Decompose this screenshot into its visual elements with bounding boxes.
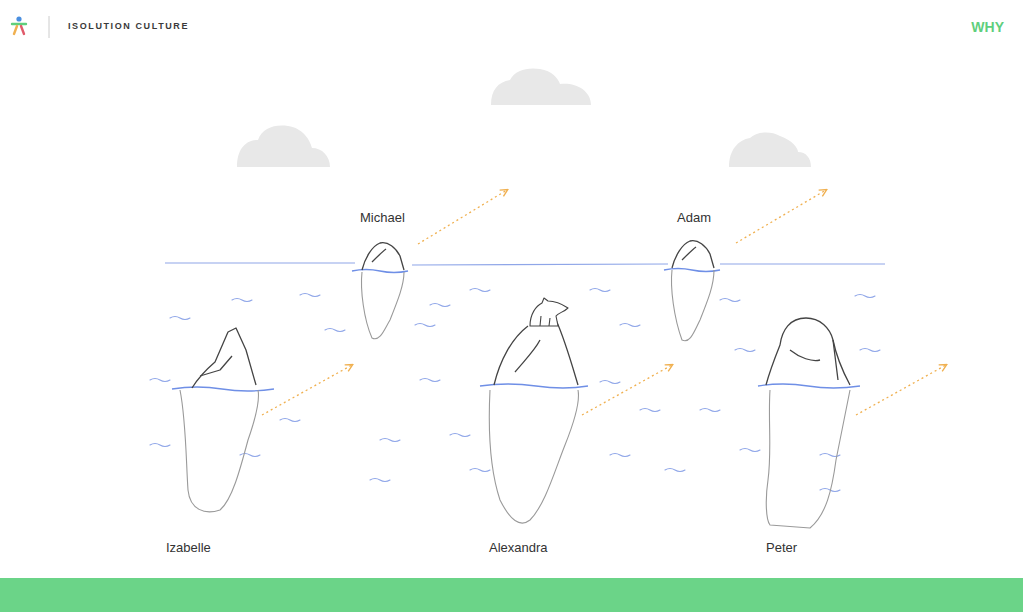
- section-tag: WHY: [971, 19, 1004, 35]
- horizon-line: [165, 263, 885, 265]
- waterlines: [172, 269, 860, 392]
- water-ripples: [150, 289, 880, 492]
- polar-bear: [530, 298, 568, 326]
- iceberg-name: Michael: [360, 210, 405, 225]
- iceberg-tips: [192, 241, 850, 388]
- iceberg-underwater: [180, 270, 850, 528]
- footer-band: [0, 578, 1023, 612]
- iceberg-name: Adam: [677, 210, 711, 225]
- clouds: [237, 68, 811, 167]
- page-title: ISOLUTION CULTURE: [68, 21, 189, 31]
- iceberg-name: Peter: [766, 540, 797, 555]
- dotted-arrows: [262, 190, 946, 415]
- logo-icon: [12, 16, 26, 34]
- iceberg-name: Izabelle: [166, 540, 211, 555]
- header-divider: [49, 16, 50, 38]
- iceberg-name: Alexandra: [489, 540, 548, 555]
